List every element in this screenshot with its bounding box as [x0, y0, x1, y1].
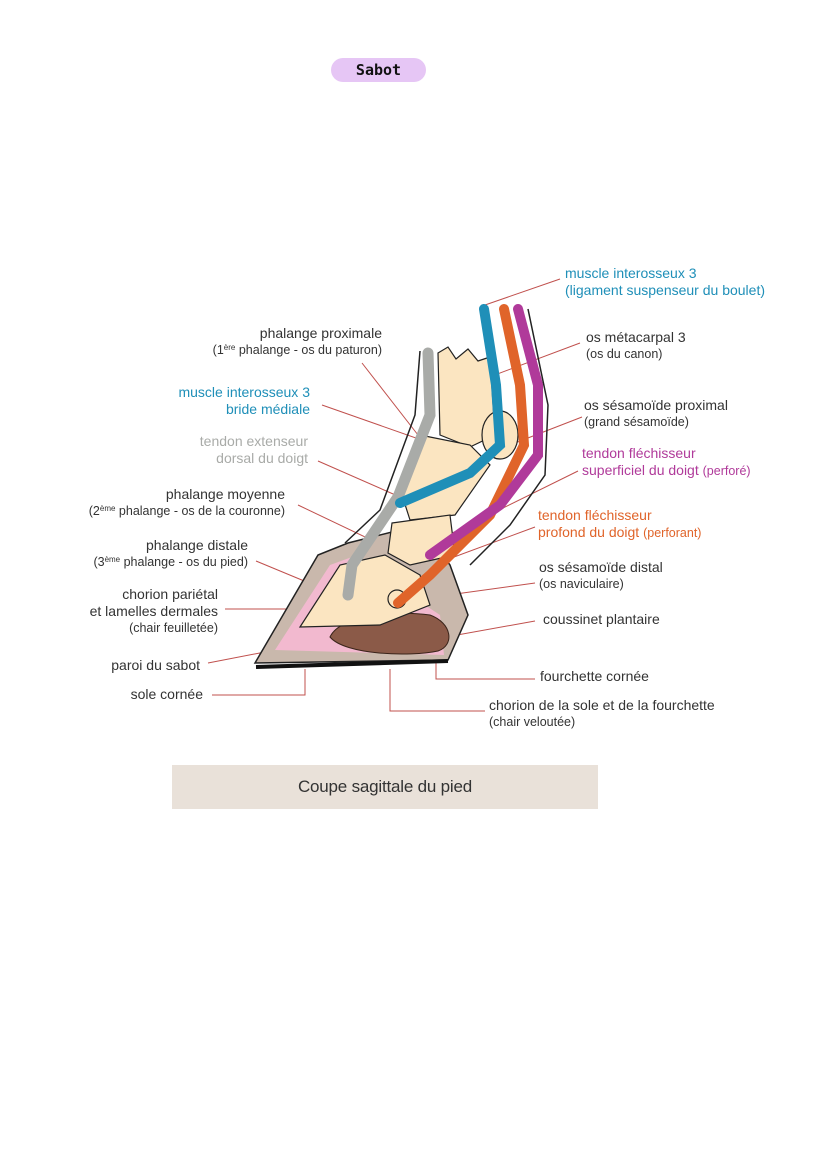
- label-sole-cornee: sole cornée: [130, 686, 203, 702]
- label-muscle-interosseux-suspenseur: muscle interosseux 3 (ligament suspenseu…: [565, 265, 766, 298]
- label-os-metacarpal: os métacarpal 3 (os du canon): [586, 329, 686, 361]
- label-phalange-distale: phalange distale (3ème phalange - os du …: [93, 537, 248, 569]
- label-os-sesamoide-proximal: os sésamoïde proximal (grand sésamoïde): [584, 397, 728, 429]
- label-chorion-parietal: chorion pariétal et lamelles dermales (c…: [89, 586, 218, 635]
- label-chorion-sole: chorion de la sole et de la fourchette (…: [489, 697, 715, 729]
- label-tendon-extenseur: tendon extenseur dorsal du doigt: [199, 433, 308, 466]
- hoof-illustration: [207, 278, 583, 712]
- figure-caption: Coupe sagittale du pied: [172, 765, 598, 809]
- label-coussinet-plantaire: coussinet plantaire: [543, 611, 660, 627]
- label-phalange-moyenne: phalange moyenne (2ème phalange - os de …: [88, 486, 285, 518]
- hoof-diagram: muscle interosseux 3 (ligament suspenseu…: [0, 265, 828, 735]
- label-tendon-flechisseur-superficiel: tendon fléchisseur superficiel du doigt …: [582, 445, 751, 478]
- label-tendon-flechisseur-profond: tendon fléchisseur profond du doigt (per…: [538, 507, 702, 540]
- label-os-sesamoide-distal: os sésamoïde distal (os naviculaire): [539, 559, 663, 591]
- label-phalange-proximale: phalange proximale (1ère phalange - os d…: [212, 325, 382, 357]
- label-paroi-sabot: paroi du sabot: [111, 657, 200, 673]
- page-title-badge: Sabot: [331, 58, 426, 82]
- label-muscle-interosseux-bride: muscle interosseux 3 bride médiale: [178, 384, 310, 417]
- label-fourchette-cornee: fourchette cornée: [540, 668, 649, 684]
